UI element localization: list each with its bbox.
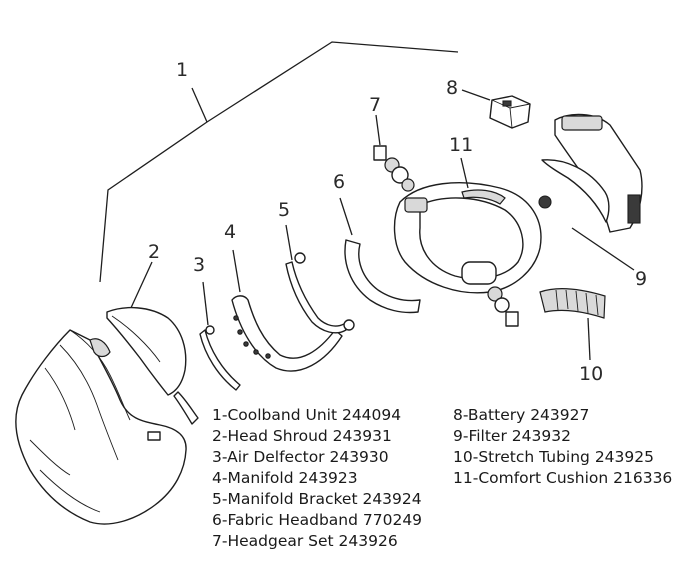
callout-4: 4 <box>224 221 237 243</box>
comfort-cushion-part <box>461 189 506 205</box>
headgear-set-part <box>373 145 552 327</box>
callout-9: 9 <box>635 268 648 290</box>
shroud-top-part <box>106 306 199 425</box>
fabric-headband-part <box>344 239 421 314</box>
callout-3: 3 <box>193 254 206 276</box>
part-entry: 8-Battery 243927 <box>453 406 590 424</box>
air-deflector-part <box>199 325 241 391</box>
callout-8: 8 <box>446 77 459 99</box>
callout-2: 2 <box>148 241 161 263</box>
callout-1: 1 <box>176 59 189 81</box>
part-entry: 11-Comfort Cushion 216336 <box>453 469 673 487</box>
callout-11: 11 <box>449 134 474 156</box>
callout-1-bracket <box>99 41 459 283</box>
part-entry: 2-Head Shroud 243931 <box>212 427 392 445</box>
callout-5: 5 <box>278 199 291 221</box>
manifold-bracket-part <box>285 252 355 334</box>
parts-list-right: 8-Battery 243927 9-Filter 243932 10-Stre… <box>453 405 672 489</box>
part-entry: 3-Air Delfector 243930 <box>212 448 389 466</box>
filter-part <box>541 113 643 271</box>
head-shroud-part <box>15 329 187 525</box>
callout-7: 7 <box>369 94 382 116</box>
stretch-tubing-part <box>539 287 606 319</box>
manifold-part <box>231 295 343 372</box>
part-entry: 4-Manifold 243923 <box>212 469 358 487</box>
part-entry: 10-Stretch Tubing 243925 <box>453 448 654 466</box>
part-entry: 5-Manifold Bracket 243924 <box>212 490 422 508</box>
battery-part <box>489 95 531 129</box>
callout-6: 6 <box>333 171 346 193</box>
part-entry: 6-Fabric Headband 770249 <box>212 511 423 529</box>
part-entry: 9-Filter 243932 <box>453 427 571 445</box>
part-entry: 7-Headgear Set 243926 <box>212 532 398 550</box>
callout-10: 10 <box>579 363 604 385</box>
parts-list-left: 1-Coolband Unit 244094 2-Head Shroud 243… <box>212 405 422 552</box>
part-entry: 1-Coolband Unit 244094 <box>212 406 402 424</box>
